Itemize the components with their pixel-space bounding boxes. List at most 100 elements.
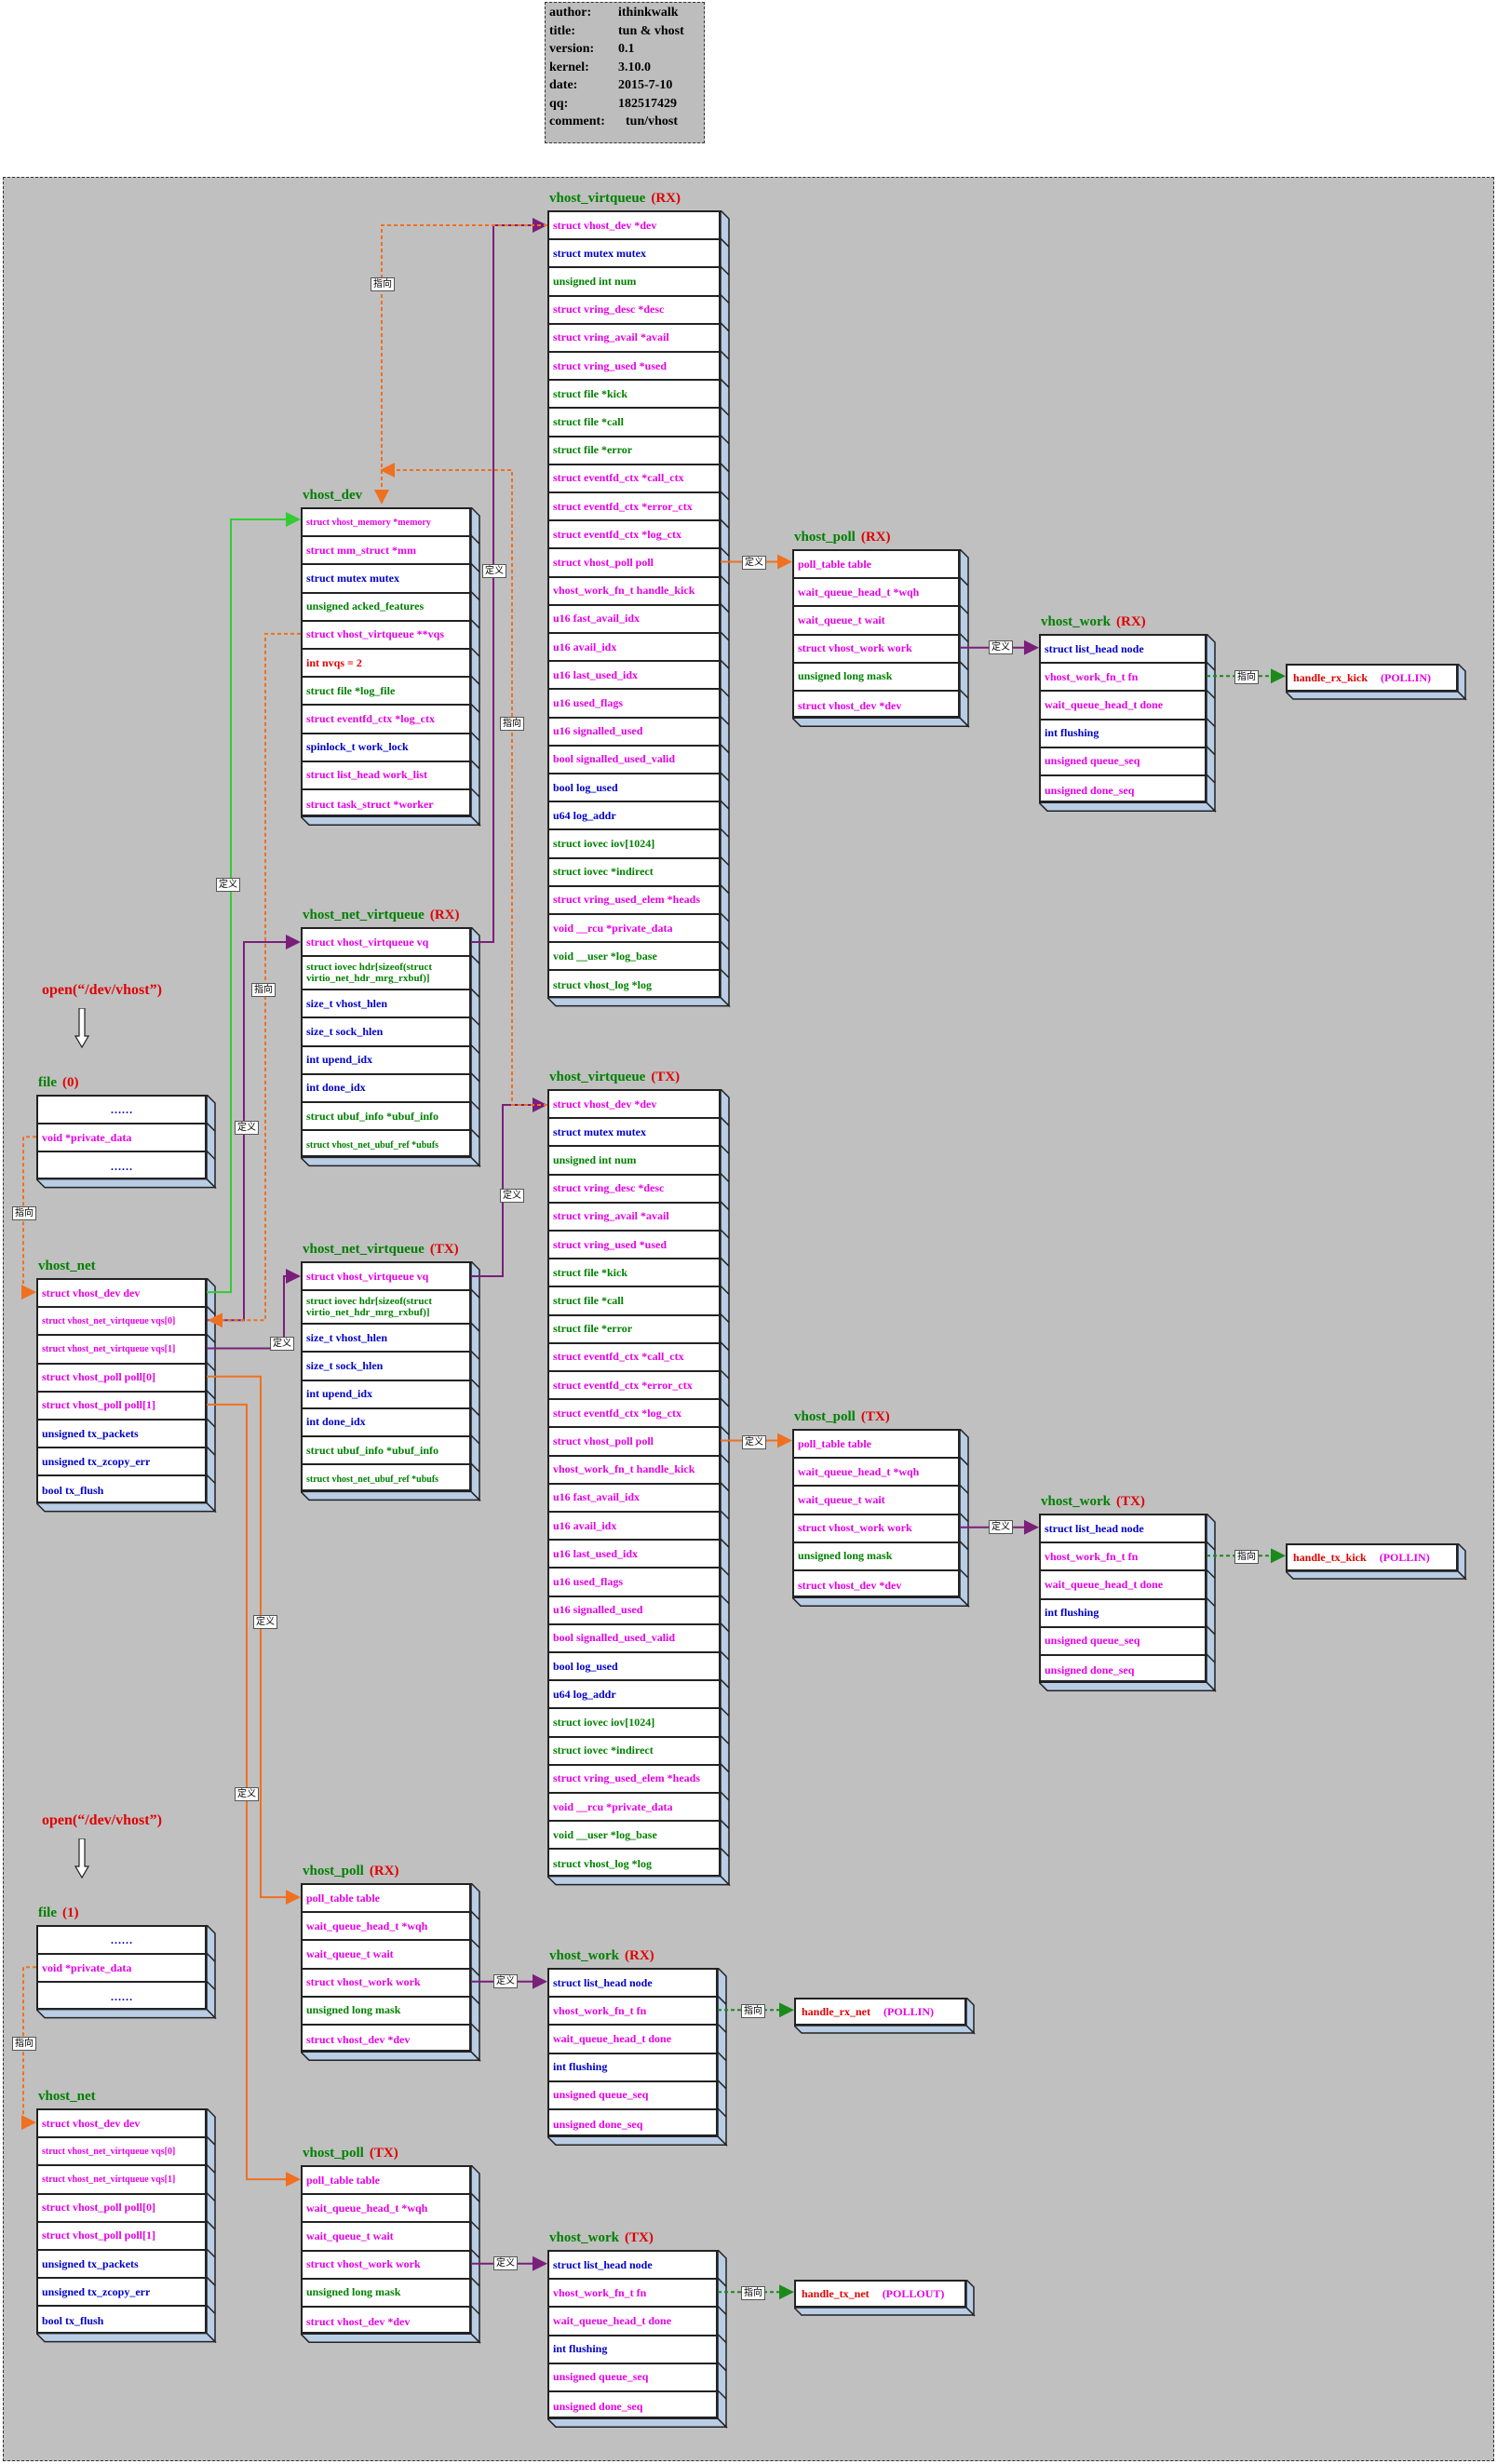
handler-event: (POLLIN) [1381, 670, 1432, 684]
struct-field: int upend_idx [303, 1381, 469, 1409]
struct-field: …… [38, 1927, 205, 1956]
struct-field: unsigned done_seq [1045, 1663, 1135, 1676]
struct-field: bool tx_flush [42, 2313, 104, 2327]
struct-tag: (TX) [1116, 1494, 1145, 1509]
point-label: 指向 [741, 2286, 765, 2300]
struct-field: vhost_work_fn_t handle_kick [549, 1457, 719, 1485]
struct-field: …… [38, 1097, 205, 1125]
define-label: 定义 [742, 1435, 766, 1449]
struct-field: unsigned done_seq [553, 2117, 643, 2131]
struct-field: u16 signalled_used [549, 719, 719, 747]
define-label: 定义 [235, 1121, 259, 1135]
struct-field: struct mutex mutex [549, 240, 719, 269]
struct-field: void *private_data [38, 1955, 205, 1984]
define-label: 定义 [742, 556, 766, 570]
struct-field: int flushing [549, 2336, 716, 2364]
struct-field: struct file *kick [549, 1259, 719, 1288]
struct-field: u16 last_used_idx [549, 1541, 719, 1569]
struct-field: wait_queue_head_t *wqh [794, 1459, 958, 1488]
struct-field: struct vhost_dev dev [38, 2110, 205, 2139]
struct-tag: (1) [62, 1905, 79, 1920]
handler-fn: handle_tx_net [802, 2286, 870, 2300]
define-label: 定义 [216, 878, 240, 892]
point-label: 指向 [12, 2037, 36, 2051]
struct-field: unsigned int num [549, 268, 719, 297]
box-depth-shading [301, 2165, 481, 2345]
struct-field: poll_table table [794, 1431, 958, 1460]
struct-title: vhost_virtqueue(TX) [549, 1070, 680, 1085]
struct-tag: (TX) [369, 2146, 398, 2161]
point-label: 指向 [1234, 670, 1259, 684]
struct-field: unsigned queue_seq [1041, 748, 1205, 776]
struct-field: poll_table table [794, 551, 958, 580]
struct-name: file [38, 1075, 57, 1090]
handler-fn: handle_rx_net [802, 2004, 871, 2018]
struct-name: vhost_net_virtqueue [303, 908, 425, 922]
struct-field: wait_queue_head_t done [1041, 692, 1205, 720]
struct-field: struct vring_used *used [549, 353, 719, 382]
struct-field: struct eventfd_ctx *error_ctx [549, 1372, 719, 1401]
struct-field: unsigned done_seq [553, 2399, 643, 2413]
open-call-label: open(“/dev/vhost”) [42, 1812, 162, 1828]
struct-field: unsigned long mask [303, 2280, 469, 2308]
struct-title: vhost_work(RX) [549, 1948, 654, 1964]
point-label: 指向 [500, 717, 524, 731]
info-key: version: [549, 42, 595, 56]
info-value: tun/vhost [626, 114, 679, 128]
struct-name: vhost_poll [794, 530, 856, 545]
struct-field: struct file *call [549, 409, 719, 438]
down-arrow-icon [74, 1838, 89, 1879]
struct-title: vhost_work(TX) [549, 2230, 654, 2246]
struct-field: struct ubuf_info *ubuf_info [303, 1103, 469, 1132]
struct-field: unsigned long mask [794, 664, 958, 692]
struct-field: struct vring_avail *avail [549, 1204, 719, 1232]
struct-field: spinlock_t work_lock [303, 734, 469, 762]
handler-fn: handle_rx_kick [1293, 670, 1369, 684]
struct-field: int flushing [1041, 720, 1205, 748]
struct-field: size_t vhost_hlen [303, 990, 469, 1019]
struct-tag: (RX) [860, 530, 891, 545]
handler-fn: handle_tx_kick [1293, 1550, 1367, 1564]
struct-tag: (TX) [651, 1070, 681, 1084]
struct-name: vhost_dev [303, 488, 363, 503]
handler-event: (POLLIN) [1379, 1550, 1430, 1564]
define-label: 定义 [482, 564, 506, 578]
struct-name: vhost_poll [303, 2146, 364, 2161]
struct-box: ……void *private_data…… [36, 1095, 207, 1179]
info-key: kernel: [549, 60, 589, 74]
define-label: 定义 [270, 1337, 294, 1351]
struct-field: struct vring_used_elem *heads [549, 1766, 719, 1794]
struct-field: size_t sock_hlen [303, 1018, 469, 1047]
struct-field: bool log_used [549, 1653, 719, 1682]
struct-tag: (TX) [429, 1242, 459, 1257]
struct-field: struct vhost_virtqueue vq [303, 929, 469, 958]
struct-field: …… [110, 1159, 133, 1173]
struct-name: vhost_work [549, 1948, 620, 1963]
struct-field: struct ubuf_info *ubuf_info [303, 1437, 469, 1466]
define-label: 定义 [493, 2256, 518, 2270]
define-label: 定义 [235, 1787, 259, 1801]
struct-field: struct vring_used *used [549, 1232, 719, 1260]
handler-event: (POLLIN) [883, 2004, 935, 2018]
struct-field: struct vhost_work work [303, 2252, 469, 2280]
struct-field: struct mm_struct *mm [303, 537, 469, 566]
struct-name: vhost_virtqueue [549, 191, 646, 206]
struct-field: struct task_struct *worker [306, 797, 434, 811]
struct-field: int flushing [549, 2054, 716, 2082]
info-key: comment: [549, 114, 605, 128]
box-depth-shading [547, 1968, 728, 2148]
point-label: 指向 [12, 1206, 36, 1220]
struct-field: struct vhost_poll poll[0] [38, 1365, 205, 1393]
struct-field: struct iovec *indirect [549, 1738, 719, 1766]
struct-field: unsigned acked_features [303, 594, 469, 622]
struct-field: struct vhost_net_virtqueue vqs[0] [38, 1308, 205, 1337]
struct-field: void __rcu *private_data [549, 1794, 719, 1823]
struct-field: wait_queue_head_t *wqh [794, 579, 958, 608]
struct-field: struct iovec hdr[sizeof(struct virtio_ne… [303, 1291, 469, 1326]
